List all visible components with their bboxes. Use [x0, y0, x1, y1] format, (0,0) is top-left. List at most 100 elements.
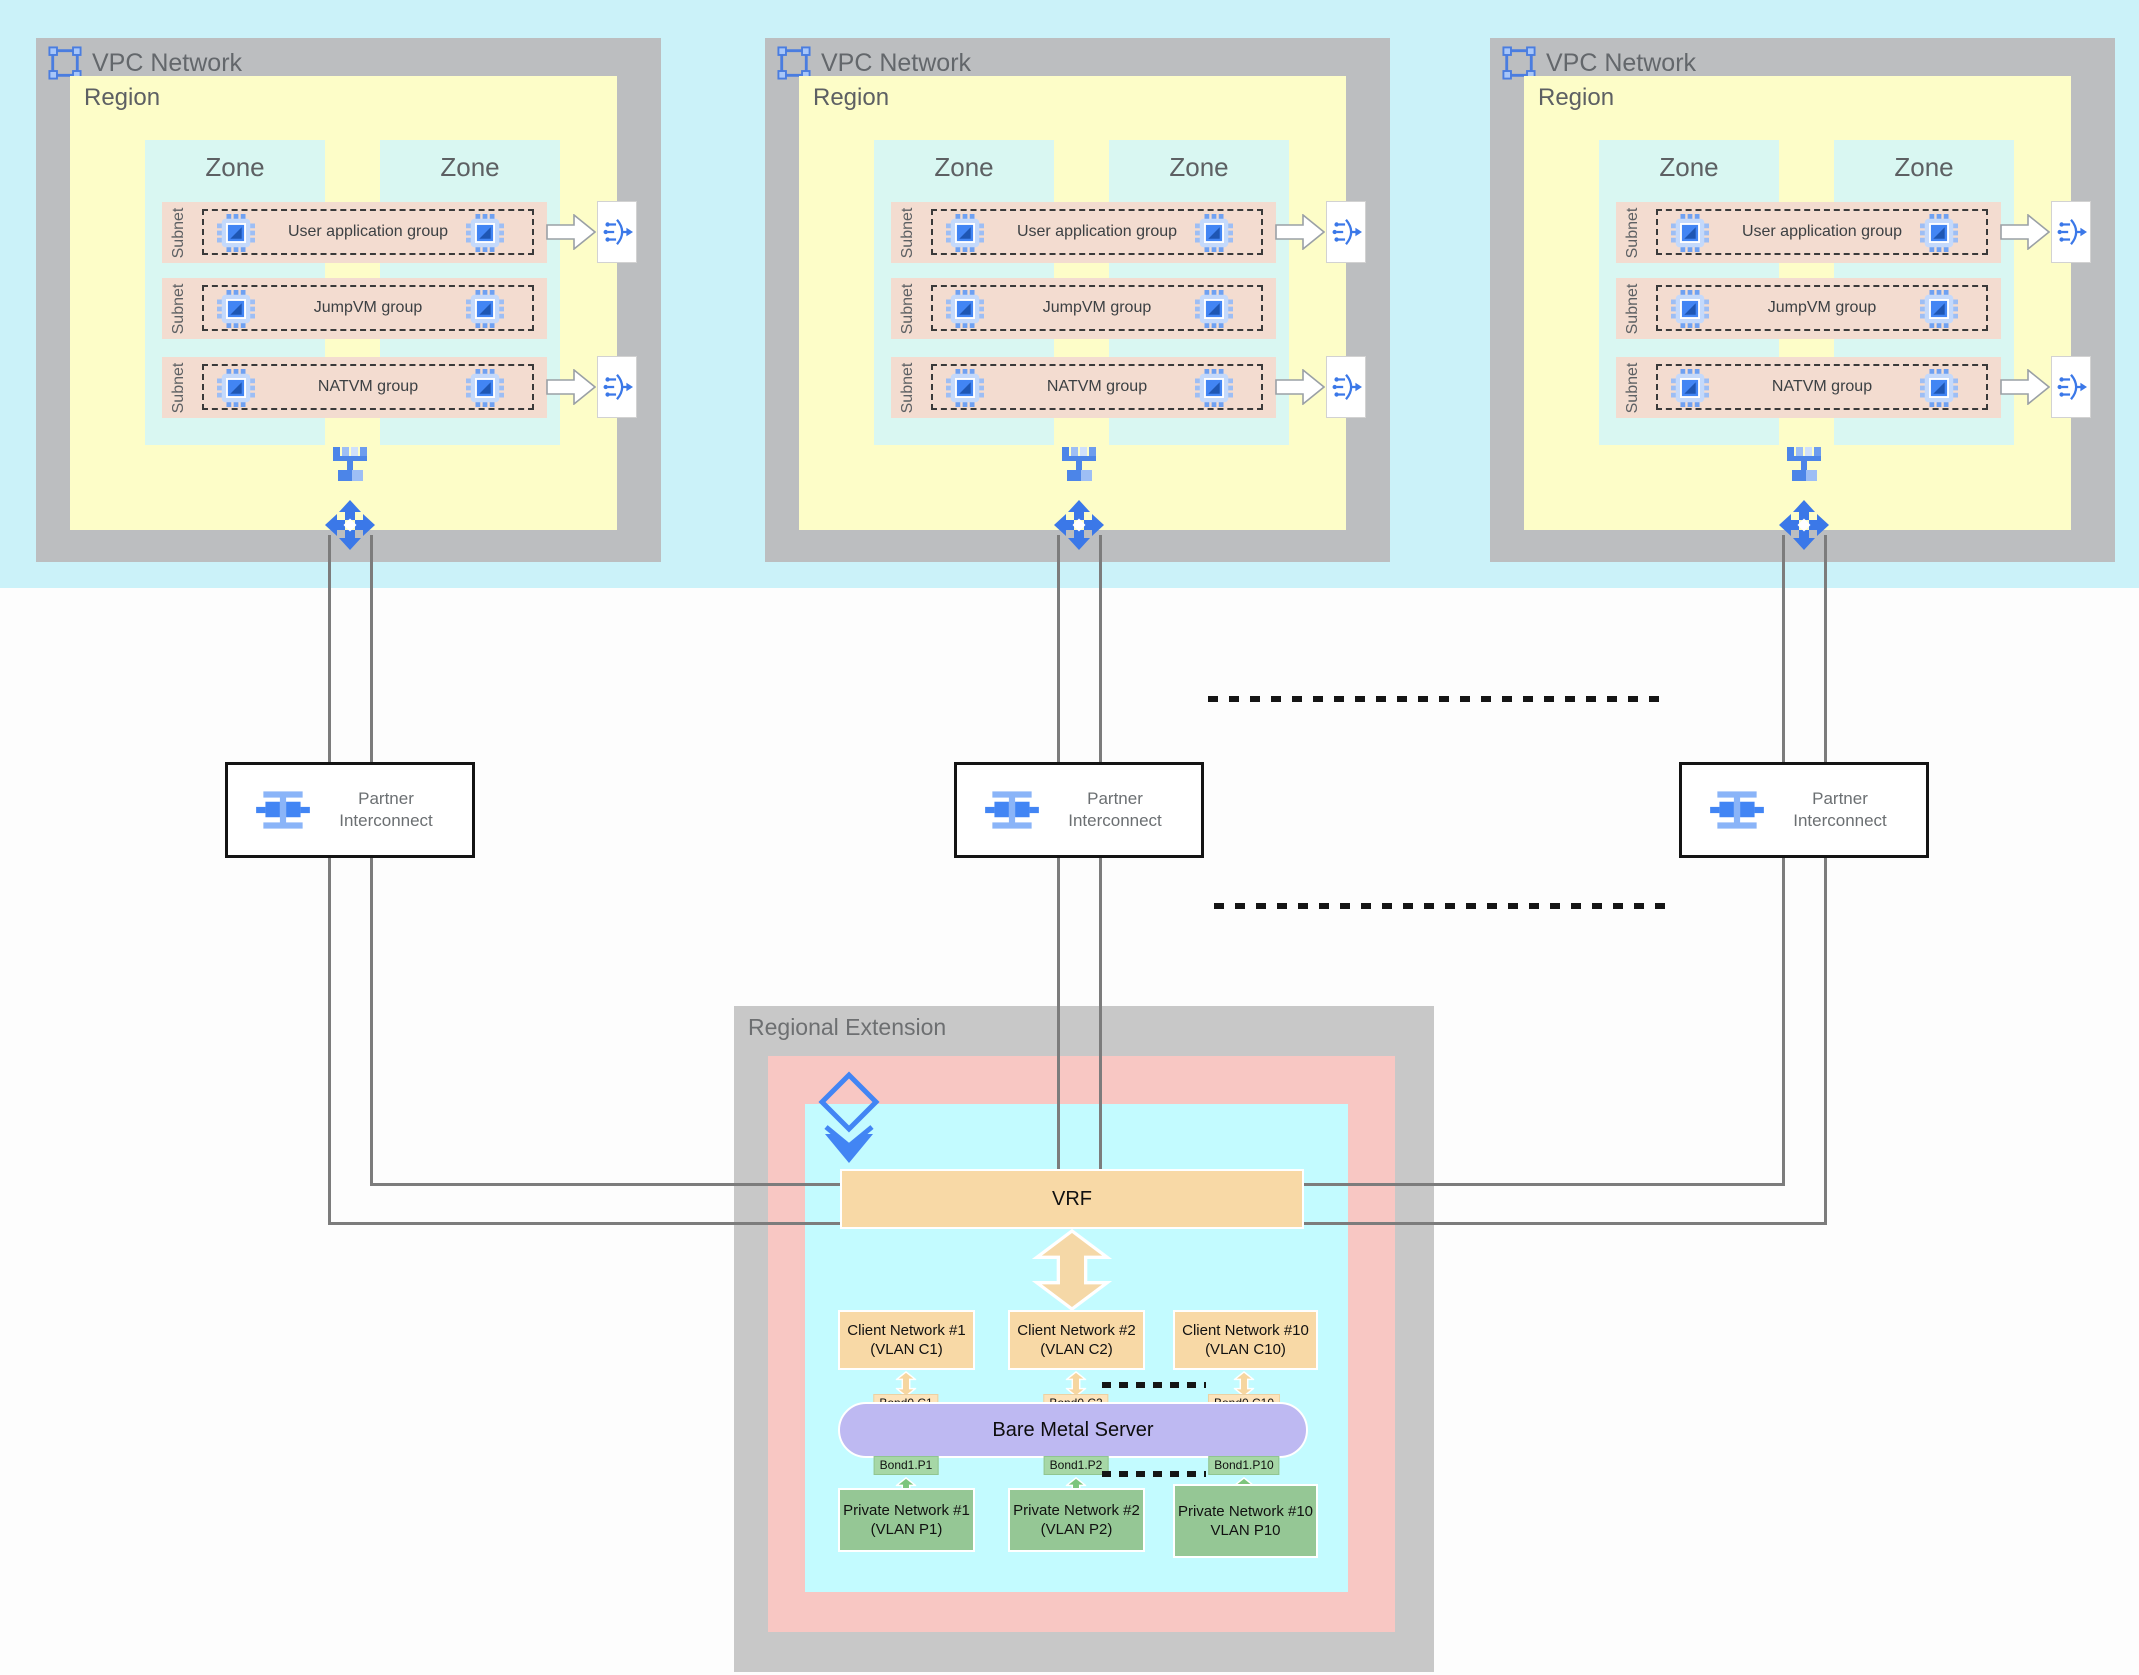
subnet-label: Subnet — [899, 207, 916, 258]
egress-arrow — [546, 214, 596, 250]
stacked-layers-icon — [816, 1070, 882, 1166]
ellipsis-separator — [1214, 903, 1672, 909]
zone-title: Zone — [1659, 152, 1719, 182]
private-network-1-box: Private Network #1 (VLAN P1) — [838, 1488, 975, 1552]
instance-group-label: User application group — [1016, 223, 1178, 240]
client-network-name: Client Network #2 — [1017, 1321, 1136, 1339]
zone-title: Zone — [1169, 152, 1229, 182]
egress-arrow — [1275, 369, 1325, 405]
instance-group-box: NATVM group — [202, 364, 534, 410]
load-balancer-icon — [2055, 216, 2087, 248]
partner-interconnect-box-2: Partner Interconnect — [954, 762, 1204, 858]
vpc-network-header: VPC Network — [777, 46, 971, 80]
client-network-vlan: (VLAN C2) — [1040, 1341, 1113, 1358]
instance-group-label: JumpVM group — [313, 299, 423, 316]
four-way-arrows-icon — [1053, 499, 1105, 551]
compute-vm-chip-icon — [466, 290, 504, 328]
instance-group-box: JumpVM group — [931, 285, 1263, 331]
connector-line — [1304, 1183, 1785, 1186]
vrf-box: VRF — [840, 1169, 1304, 1229]
connector-line — [1824, 535, 1827, 1225]
private-network-vlan: (VLAN P2) — [1040, 1521, 1113, 1538]
network-switch-icon — [1785, 446, 1825, 484]
vpc-network-title: VPC Network — [1546, 48, 1697, 77]
partner-interconnect-box-3: Partner Interconnect — [1679, 762, 1929, 858]
egress-arrow — [546, 369, 596, 405]
zone-title: Zone — [205, 152, 265, 182]
partner-interconnect-label: Partner Interconnect — [1068, 788, 1162, 830]
instance-group-label: JumpVM group — [1767, 299, 1877, 316]
private-network-name: Private Network #1 — [843, 1501, 970, 1519]
four-way-arrows-icon — [324, 499, 376, 551]
network-switch-icon — [1060, 446, 1100, 484]
instance-group-box: User application group — [931, 209, 1263, 255]
private-network-name: Private Network #10 — [1177, 1502, 1314, 1520]
region-title: Region — [1538, 84, 1615, 111]
instance-group-box: JumpVM group — [202, 285, 534, 331]
client-network-2-box: Client Network #2 (VLAN C2) — [1008, 1310, 1145, 1370]
partner-interconnect-box-1: Partner Interconnect — [225, 762, 475, 858]
subnet-row-jumpvm: Subnet JumpVM group — [891, 278, 1276, 339]
subnet-row-jumpvm: Subnet JumpVM group — [1616, 278, 2001, 339]
connector-line — [328, 535, 331, 1225]
compute-vm-chip-icon — [1195, 369, 1233, 407]
bond-label: Bond1.P10 — [1208, 1456, 1280, 1476]
egress-arrow — [2000, 214, 2050, 250]
vpc-network-icon — [48, 46, 82, 80]
partner-interconnect-icon — [1706, 785, 1768, 835]
connector-line — [1782, 535, 1785, 1185]
egress-arrow — [1275, 214, 1325, 250]
instance-group-label: JumpVM group — [1042, 299, 1152, 316]
load-balancer-box — [2051, 356, 2091, 418]
subnet-label: Subnet — [1624, 362, 1641, 413]
region-title: Region — [813, 84, 890, 111]
instance-group-label: User application group — [1741, 223, 1903, 240]
instance-group-box: JumpVM group — [1656, 285, 1988, 331]
client-network-1-box: Client Network #1 (VLAN C1) — [838, 1310, 975, 1370]
client-network-vlan: (VLAN C1) — [870, 1341, 943, 1358]
client-network-name: Client Network #10 — [1182, 1321, 1309, 1339]
subnet-label: Subnet — [1624, 283, 1641, 334]
ellipsis-dots — [1102, 1382, 1206, 1388]
private-network-name: Private Network #2 — [1013, 1501, 1140, 1519]
load-balancer-box — [2051, 201, 2091, 263]
instance-group-box: NATVM group — [931, 364, 1263, 410]
vpc-network-title: VPC Network — [92, 48, 243, 77]
subnet-row-natvm: Subnet NATVM group — [162, 357, 547, 418]
compute-vm-chip-icon — [466, 369, 504, 407]
client-network-vlan: (VLAN C10) — [1205, 1341, 1286, 1358]
subnet-label: Subnet — [170, 362, 187, 413]
client-network-name: Client Network #1 — [847, 1321, 966, 1339]
vpc-network-icon — [1502, 46, 1536, 80]
subnet-label: Subnet — [899, 362, 916, 413]
subnet-label: Subnet — [1624, 207, 1641, 258]
vrf-double-arrow — [1030, 1229, 1114, 1311]
client-network-10-box: Client Network #10 (VLAN C10) — [1173, 1310, 1318, 1370]
private-network-2-box: Private Network #2 (VLAN P2) — [1008, 1488, 1145, 1552]
subnet-label: Subnet — [170, 207, 187, 258]
vpc-network-header: VPC Network — [48, 46, 242, 80]
connector-line — [370, 535, 373, 1185]
region-box: Region Zone Zone Subnet User application… — [70, 76, 637, 530]
subnet-label: Subnet — [170, 283, 187, 334]
instance-group-label: NATVM group — [1046, 378, 1148, 395]
instance-group-label: NATVM group — [1771, 378, 1873, 395]
vpc-network-icon — [777, 46, 811, 80]
compute-vm-chip-icon — [1195, 290, 1233, 328]
compute-vm-chip-icon — [466, 214, 504, 252]
vpc-network-title: VPC Network — [821, 48, 972, 77]
ellipsis-dots — [1102, 1471, 1206, 1477]
instance-group-box: NATVM group — [1656, 364, 1988, 410]
ellipsis-separator — [1208, 696, 1666, 702]
regional-extension-title: Regional Extension — [748, 1014, 947, 1040]
subnet-label: Subnet — [899, 283, 916, 334]
subnet-row-natvm: Subnet NATVM group — [1616, 357, 2001, 418]
egress-arrow — [2000, 369, 2050, 405]
subnet-row-user-app: Subnet User application group — [162, 202, 547, 263]
instance-group-label: NATVM group — [317, 378, 419, 395]
four-way-arrows-icon — [1778, 499, 1830, 551]
zone-title: Zone — [1894, 152, 1954, 182]
vpc-network-box-2: VPC Network Region Zone Zone Subnet User… — [765, 38, 1390, 562]
instance-group-box: User application group — [1656, 209, 1988, 255]
bond-label: Bond1.P2 — [1043, 1456, 1109, 1476]
